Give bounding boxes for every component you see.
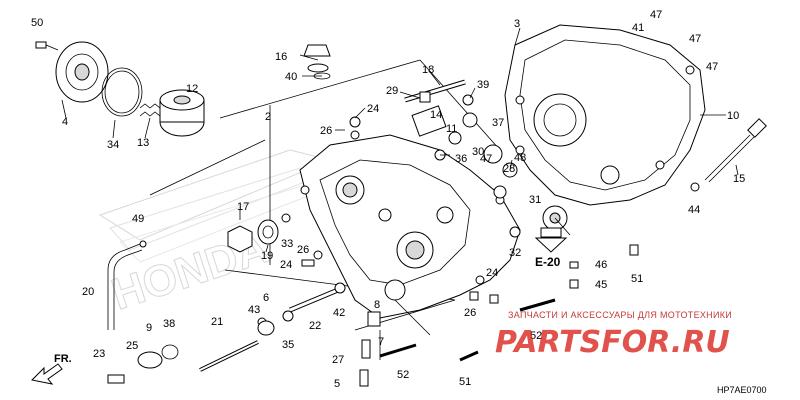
background-honda-watermark: HONDA [98, 149, 332, 320]
label-16: 16 [275, 51, 287, 63]
bottom-parts [107, 244, 639, 387]
label-10: 10 [727, 110, 739, 122]
label-47-mid: 47 [689, 33, 701, 45]
label-41: 41 [632, 22, 644, 34]
label-25: 25 [126, 340, 138, 352]
label-44: 44 [688, 204, 700, 216]
label-31: 31 [529, 194, 541, 206]
label-27: 27 [332, 354, 344, 366]
label-17: 17 [237, 201, 249, 213]
label-48: 48 [514, 152, 526, 164]
label-26-top: 26 [320, 125, 332, 137]
label-43: 43 [248, 304, 260, 316]
label-46: 46 [595, 259, 607, 271]
label-51-bottom: 51 [459, 376, 471, 388]
label-2: 2 [265, 111, 271, 123]
label-3: 3 [514, 18, 520, 30]
label-4: 4 [62, 116, 68, 128]
label-19: 19 [261, 250, 273, 262]
oil-filler-cap [303, 44, 331, 80]
label-45: 45 [595, 279, 607, 291]
watermark-logo: PARTSFOR.RU [495, 325, 730, 360]
label-50: 50 [31, 17, 43, 29]
label-26-right: 26 [464, 307, 476, 319]
label-20: 20 [82, 286, 94, 298]
label-21: 21 [211, 316, 223, 328]
oil-filter-assembly [35, 41, 205, 137]
label-26-left: 26 [297, 244, 309, 256]
label-28: 28 [503, 163, 515, 175]
label-32: 32 [509, 247, 521, 259]
fr-label: FR. [54, 353, 72, 365]
label-39-right: 39 [477, 79, 489, 91]
label-47-center: 47 [480, 153, 492, 165]
diagram-code: HP7AE0700 [717, 385, 767, 395]
label-29: 29 [386, 85, 398, 97]
label-51-right: 51 [631, 273, 643, 285]
front-direction-indicator: FR. [30, 353, 72, 385]
label-30: 30 [472, 146, 484, 158]
label-12: 12 [186, 83, 198, 95]
label-22: 22 [309, 320, 321, 332]
label-11: 11 [446, 123, 457, 135]
part-number-labels: 50 4 34 13 12 16 40 2 18 29 24 26 39 3 4… [31, 9, 745, 390]
label-33: 33 [281, 238, 293, 250]
ref-code-label: E-20 [535, 255, 561, 269]
watermark-tagline: ЗАПЧАСТИ И АКСЕССУАРЫ ДЛЯ МОТОТЕХНИКИ [508, 310, 732, 320]
oil-level-gauge [690, 118, 767, 192]
label-52-bottom: 52 [397, 369, 409, 381]
label-40: 40 [285, 71, 297, 83]
label-24-left: 24 [280, 259, 292, 271]
label-24-right: 24 [486, 267, 498, 279]
label-49: 49 [132, 213, 144, 225]
label-8: 8 [374, 299, 380, 311]
label-47-top: 47 [650, 9, 662, 21]
site-watermark: ЗАПЧАСТИ И АКСЕССУАРЫ ДЛЯ МОТОТЕХНИКИ PA… [495, 310, 732, 360]
label-13: 13 [137, 137, 149, 149]
label-38: 38 [163, 318, 175, 330]
label-7: 7 [378, 336, 384, 348]
label-36: 36 [455, 153, 467, 165]
label-37: 37 [492, 117, 504, 129]
label-6: 6 [263, 292, 269, 304]
label-23: 23 [93, 348, 105, 360]
label-35: 35 [282, 339, 294, 351]
label-14: 14 [430, 109, 442, 121]
label-5: 5 [334, 378, 340, 390]
label-18: 18 [422, 64, 434, 76]
label-24-top: 24 [367, 103, 379, 115]
left-small-parts [107, 213, 323, 330]
label-9: 9 [146, 322, 152, 334]
reference-arrow-e20: E-20 [534, 227, 568, 269]
right-side-cover [504, 24, 706, 206]
label-42: 42 [333, 307, 345, 319]
leader-lines [61, 27, 739, 360]
rear-crankcase-cover [299, 134, 521, 319]
label-47-right: 47 [706, 61, 718, 73]
label-52-right: 52 [530, 330, 542, 342]
label-34: 34 [107, 139, 119, 151]
label-15: 15 [733, 173, 745, 185]
